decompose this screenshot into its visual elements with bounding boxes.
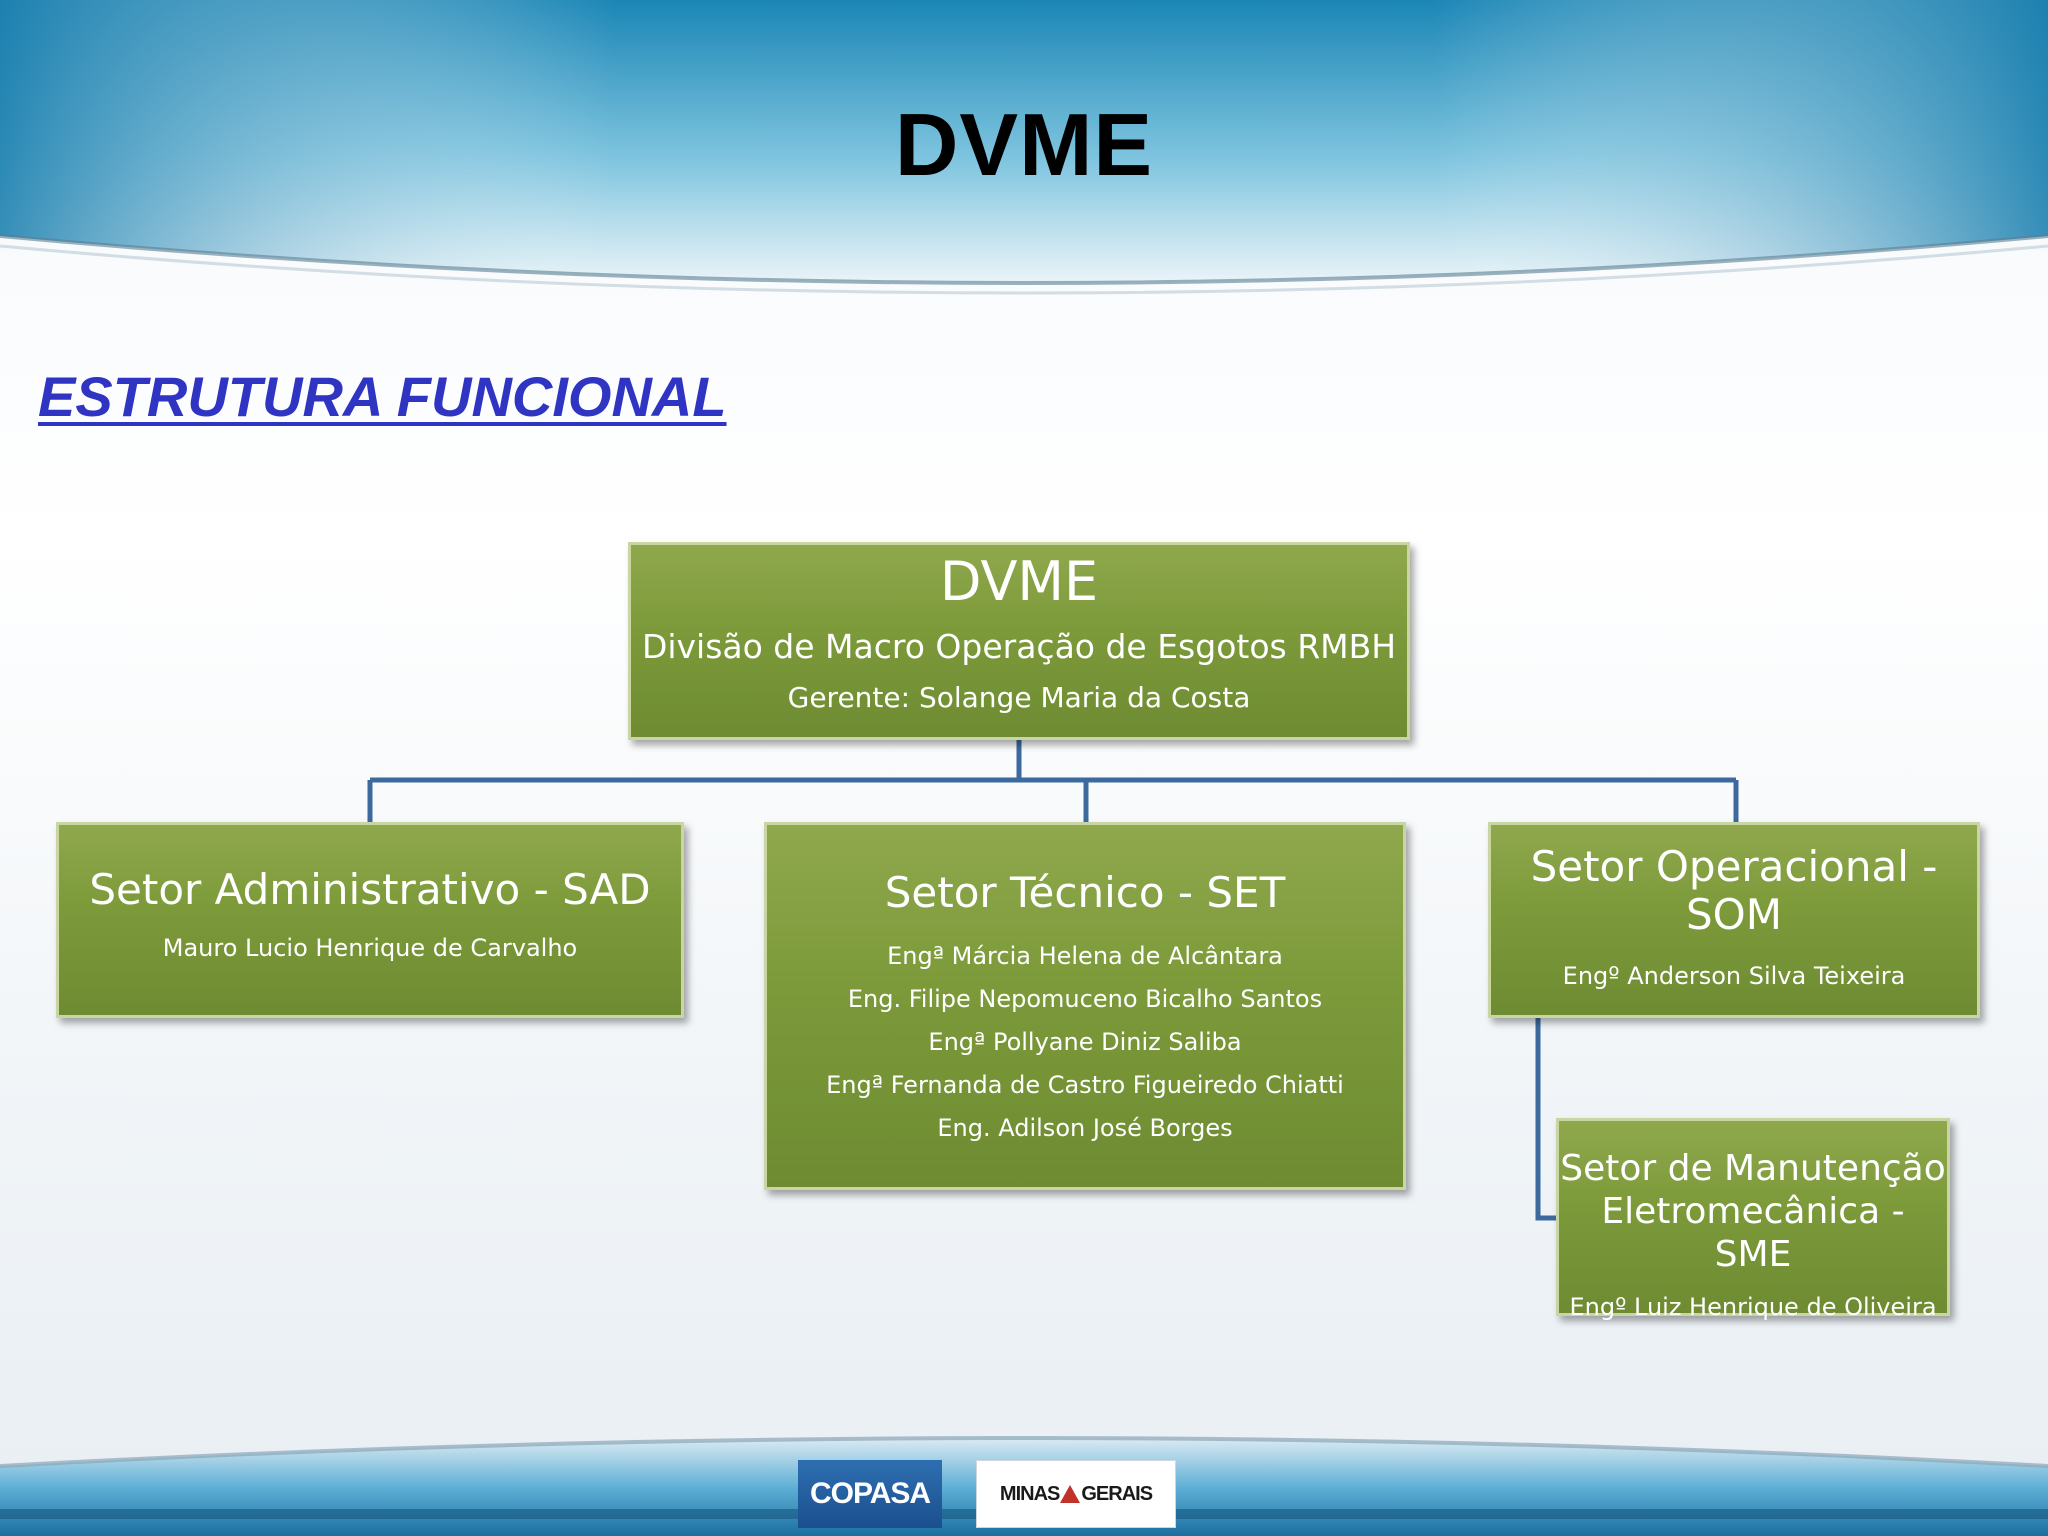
org-box-title: Setor Técnico - SET [884, 868, 1286, 917]
org-box-member: Eng. Filipe Nepomuceno Bicalho Santos [847, 985, 1323, 1014]
triangle-icon [1060, 1485, 1081, 1503]
copasa-logo: COPASA [798, 1460, 942, 1528]
org-box-title-line1: Setor Operacional - [1530, 842, 1938, 891]
org-box-set: Setor Técnico - SET Engª Márcia Helena d… [764, 822, 1406, 1190]
org-box-member: Engª Márcia Helena de Alcântara [887, 942, 1283, 971]
section-title: ESTRUTURA FUNCIONAL [38, 365, 727, 428]
org-box-title-line2: SOM [1686, 890, 1782, 940]
org-box-member: Engº Luiz Henrique de Oliveira [1569, 1292, 1937, 1321]
org-box-title-line2: Eletromecânica - SME [1601, 1191, 1905, 1276]
org-box-som: Setor Operacional - SOM Engº Anderson Si… [1488, 822, 1980, 1018]
org-box-member: Mauro Lucio Henrique de Carvalho [162, 934, 578, 963]
org-box-dvme: DVME Divisão de Macro Operação de Esgoto… [628, 542, 1410, 740]
minas-gerais-logo: MINAS GERAIS [976, 1460, 1176, 1528]
connector-som-to-sme [1535, 1018, 1556, 1221]
org-box-member: Engº Anderson Silva Teixeira [1562, 961, 1906, 990]
org-box-sme: Setor de Manutenção Eletromecânica - SME… [1556, 1118, 1950, 1321]
org-box-sad: Setor Administrativo - SAD Mauro Lucio H… [56, 822, 684, 1018]
org-box-member: Engª Fernanda de Castro Figueiredo Chiat… [826, 1071, 1344, 1100]
org-box-member: Engª Pollyane Diniz Saliba [928, 1028, 1242, 1057]
org-box-manager: Gerente: Solange Maria da Costa [787, 681, 1251, 715]
org-box-title: DVME [939, 550, 1099, 613]
slide-title: DVME [894, 95, 1154, 194]
org-box-title-line1: Setor de Manutenção [1560, 1148, 1946, 1189]
org-box-title: Setor Administrativo - SAD [89, 864, 651, 914]
org-box-member: Eng. Adilson José Borges [937, 1114, 1233, 1143]
minas-gerais-logo-left: MINAS [999, 1482, 1060, 1505]
org-box-subtitle: Divisão de Macro Operação de Esgotos RMB… [641, 627, 1397, 667]
minas-gerais-logo-right: GERAIS [1081, 1482, 1153, 1505]
